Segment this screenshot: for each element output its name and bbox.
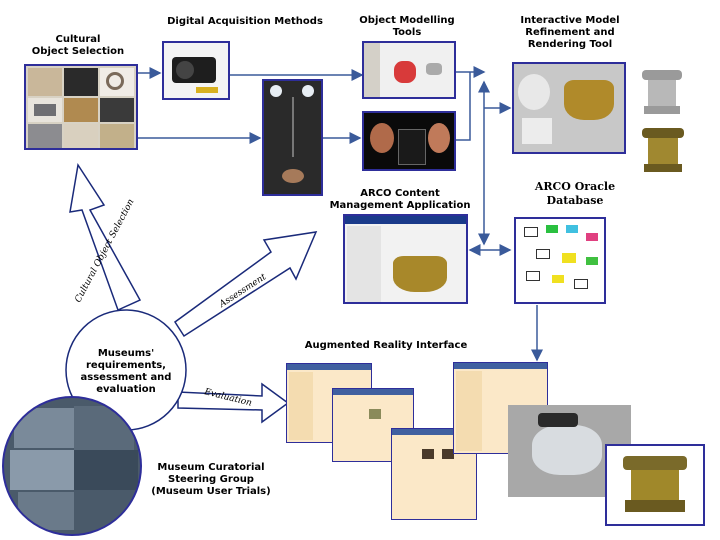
database-schema-diagram [514, 217, 606, 304]
label-museum-curatorial: Museum Curatorial Steering Group (Museum… [151, 462, 271, 497]
mortar-brass-model [642, 128, 684, 174]
ar-interface-screenshot-2 [332, 388, 414, 462]
label-augmented-reality: Augmented Reality Interface [304, 340, 468, 351]
big-arrow-evaluation [177, 382, 290, 424]
modelling-tool-screenshot-top [362, 41, 456, 99]
big-arrow-assessment [173, 231, 318, 338]
cultural-objects-photo-grid [24, 64, 138, 150]
big-arrow-cultural-selection [69, 162, 142, 312]
mortar-wireframe-model [642, 70, 682, 116]
label-arco-oracle: ARCO Oracle Database [534, 180, 616, 207]
content-management-screenshot [343, 214, 468, 304]
arrow-modelling-bottom-to-refinement [456, 72, 471, 141]
label-museums-requirements: Museums' requirements, assessment and ev… [80, 348, 172, 395]
label-digital-acquisition: Digital Acquisition Methods [167, 16, 323, 27]
label-arco-content: ARCO Content Management Application [329, 188, 471, 211]
label-cultural-object-selection: Cultural Object Selection [31, 34, 125, 57]
curatorial-group-photo-collage [2, 396, 142, 536]
ar-mortar-render [605, 444, 705, 526]
label-object-modelling: Object Modelling Tools [359, 15, 455, 38]
modelling-tool-screenshot-bottom [362, 111, 456, 171]
label-interactive-model: Interactive Model Refinement and Renderi… [520, 15, 620, 50]
refinement-tool-screenshot [512, 62, 626, 154]
tripod-scanner-photo [262, 79, 323, 196]
camera-photo [162, 41, 230, 100]
